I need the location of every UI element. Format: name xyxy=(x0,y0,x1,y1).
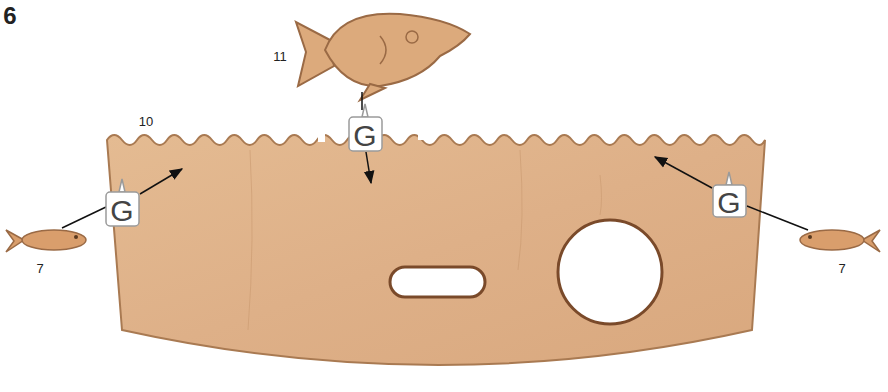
wooden-board xyxy=(107,135,765,365)
fish-eye xyxy=(74,235,78,239)
glue-symbol-letter: G xyxy=(110,196,133,226)
glue-symbol xyxy=(106,104,746,226)
step-number: 6 xyxy=(3,4,16,28)
small-fish xyxy=(6,230,86,252)
fish-eye xyxy=(808,235,812,239)
callout-number: 7 xyxy=(36,262,43,275)
assembly-arrow xyxy=(62,92,808,230)
callout-number: 7 xyxy=(838,262,845,275)
wood-grain xyxy=(248,150,602,330)
board-notch xyxy=(336,128,342,140)
small-fish xyxy=(800,230,880,252)
large-fish xyxy=(296,14,470,100)
fish-gill xyxy=(380,36,386,64)
board-notch xyxy=(318,128,325,142)
fish-eye xyxy=(406,31,418,43)
board-notch xyxy=(396,128,402,142)
callout-number: 11 xyxy=(273,50,287,63)
glue-symbol-letter: G xyxy=(717,188,740,218)
glue-symbol-letter: G xyxy=(353,121,376,151)
board-notch xyxy=(418,128,424,140)
board-slot xyxy=(390,267,485,297)
board-hole xyxy=(558,220,662,324)
callout-number: 10 xyxy=(139,115,153,128)
